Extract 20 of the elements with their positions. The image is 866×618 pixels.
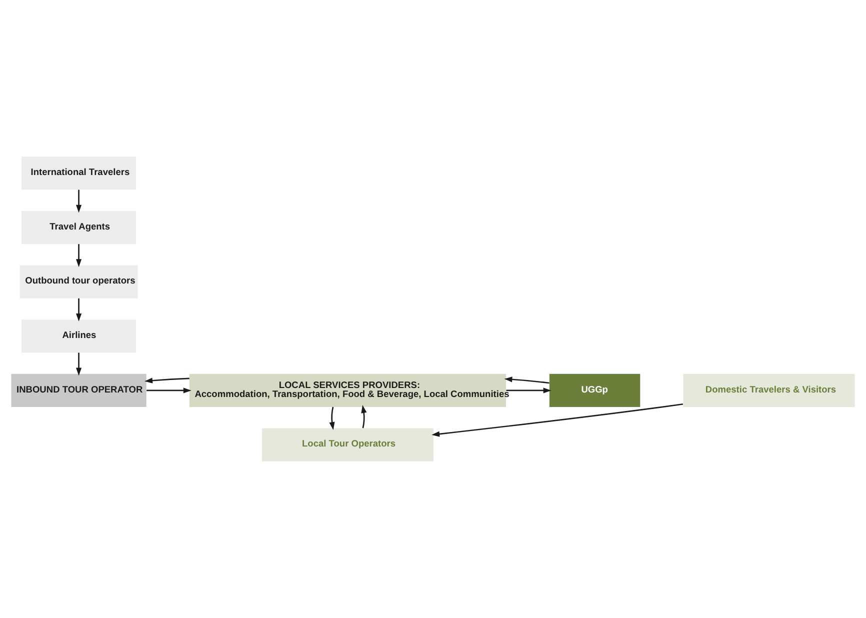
node-box: Airlines bbox=[22, 320, 136, 353]
arrow bbox=[361, 405, 367, 428]
arrow bbox=[76, 352, 82, 376]
arrow bbox=[76, 244, 82, 268]
arrow bbox=[329, 406, 335, 430]
node-box: Outbound tour operators bbox=[20, 265, 138, 298]
node-box: LOCAL SERVICES PROVIDERS: Accommodation, Transportation, Food & Beverage, Local Communities bbox=[189, 374, 506, 408]
node-box: INBOUND TOUR OPERATOR bbox=[11, 374, 146, 408]
arrow bbox=[76, 190, 82, 213]
node-box: Local Tour Operators bbox=[262, 428, 434, 462]
arrow bbox=[432, 403, 684, 437]
node-box: Travel Agents bbox=[22, 210, 136, 244]
arrow bbox=[76, 298, 82, 322]
arrow bbox=[506, 388, 552, 394]
node-box: Domestic Travelers & Visitors bbox=[683, 374, 855, 408]
arrow bbox=[146, 388, 192, 394]
node-box: International Travelers bbox=[22, 156, 136, 190]
arrow bbox=[144, 378, 190, 384]
node-box: UGGp bbox=[549, 374, 640, 408]
arrow bbox=[504, 376, 550, 384]
